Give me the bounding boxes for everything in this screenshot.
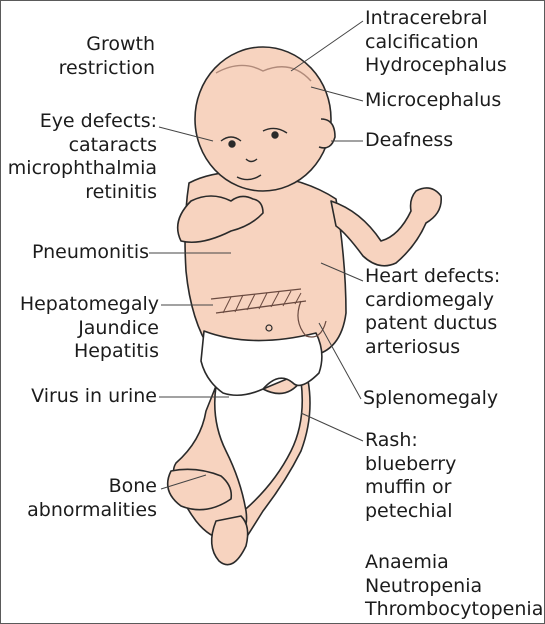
leader-rash	[301, 413, 363, 441]
leader-intracerebral	[291, 21, 363, 71]
leg-left	[174, 386, 247, 539]
foot-right	[212, 516, 248, 565]
label-blood-disorders: Anaemia Neutropenia Thrombocytopenia	[365, 551, 543, 622]
label-growth-restriction: Growth restriction	[41, 33, 155, 80]
label-intracerebral: Intracerebral calcification Hydrocephalu…	[365, 7, 541, 78]
label-rash: Rash: blueberry muffin or petechial	[365, 429, 541, 523]
label-splenomegaly: Splenomegaly	[363, 387, 539, 411]
head	[195, 47, 331, 191]
label-pneumonitis: Pneumonitis	[21, 241, 149, 265]
label-eye-defects: Eye defects: cataracts microphthalmia re…	[1, 110, 157, 204]
label-heart-defects: Heart defects: cardiomegaly patent ductu…	[365, 265, 541, 359]
label-deafness: Deafness	[365, 129, 541, 153]
arm-right	[331, 188, 441, 266]
label-microcephalus: Microcephalus	[365, 89, 541, 113]
ear	[319, 119, 335, 148]
label-virus-in-urine: Virus in urine	[1, 385, 157, 409]
label-liver: Hepatomegaly Jaundice Hepatitis	[1, 293, 159, 364]
label-bone-abnormalities: Bone abnormalities	[1, 475, 157, 522]
